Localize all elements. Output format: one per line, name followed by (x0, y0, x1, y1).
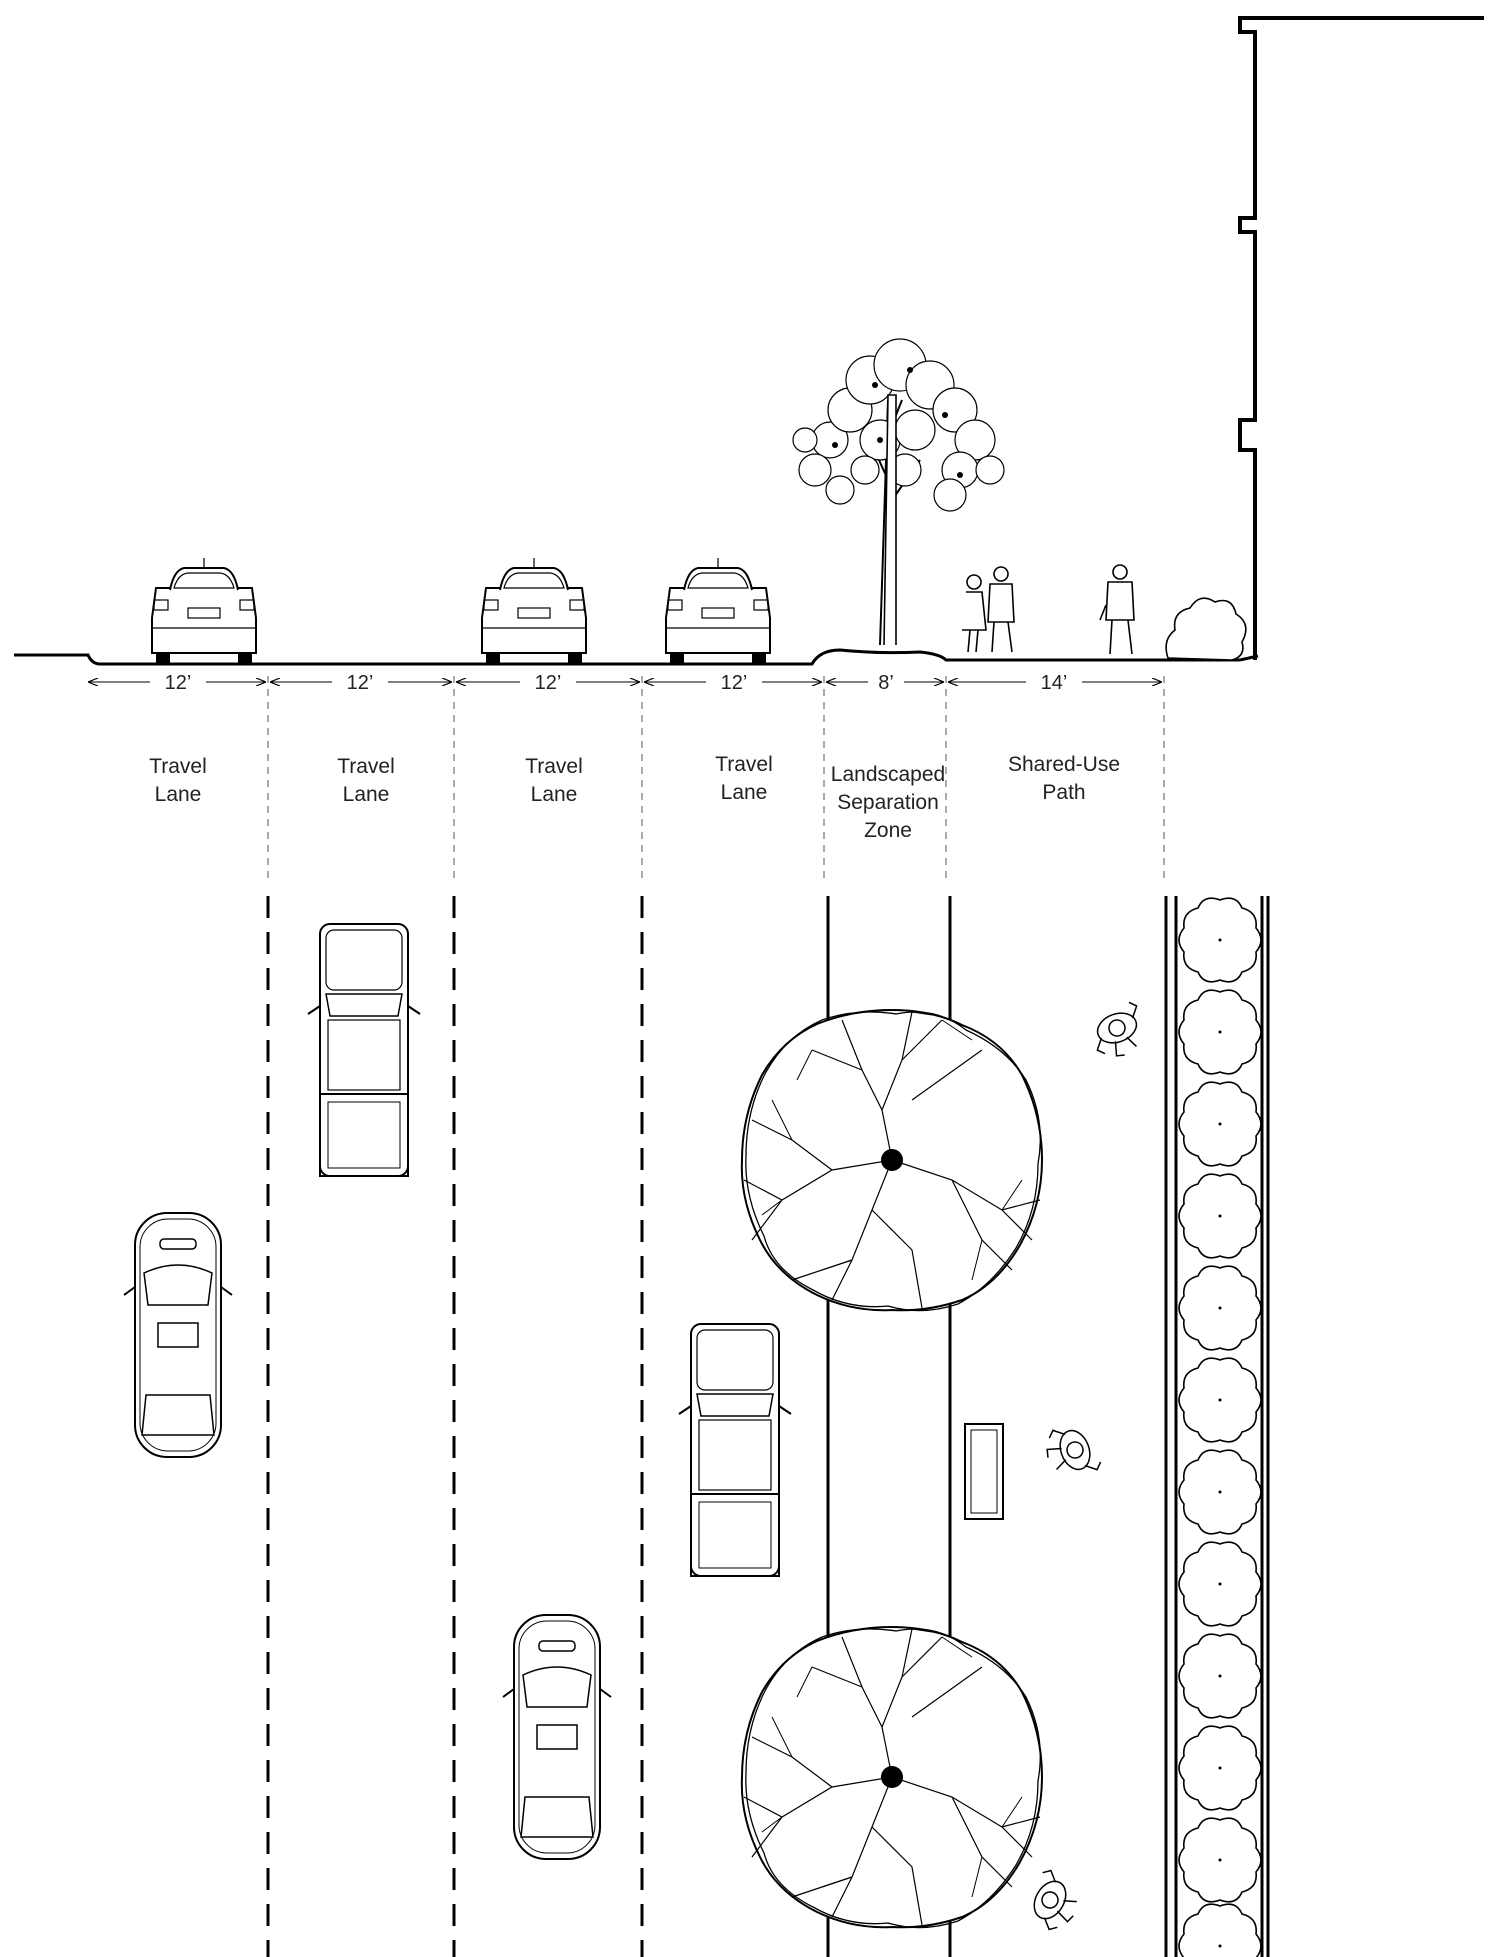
zone-label-travel-lane-4: Lane (721, 781, 768, 804)
elevation-view: 12’ 12’ 12’ 12’ 8’ 14’ Travel Lane Trave… (14, 16, 1484, 880)
extension-lines (267, 676, 1165, 880)
pedestrian-plan (1084, 999, 1152, 1064)
zone-label-landscaped-separation-zone: Landscaped (831, 763, 945, 786)
car-elevation (481, 557, 587, 666)
zone-labels: Travel Lane Travel Lane Travel Lane Trav… (149, 753, 1120, 842)
dimension-label: 14’ (1041, 672, 1068, 694)
zone-label-landscaped-separation-zone: Separation (837, 791, 939, 814)
zone-label-travel-lane-3: Travel (525, 755, 583, 778)
car-plan (123, 1212, 233, 1458)
building-facade (1238, 16, 1484, 660)
zone-label-shared-use-path: Path (1042, 781, 1085, 804)
zone-label-travel-lane-3: Lane (531, 783, 578, 806)
dimension-label: 12’ (165, 672, 192, 694)
pedestrian-plan (1039, 1417, 1104, 1485)
bench (964, 1423, 1004, 1520)
car-plan (502, 1614, 612, 1860)
dimension-lines: 12’ 12’ 12’ 12’ 8’ 14’ (88, 670, 1162, 694)
tree-canopy-plan (740, 1626, 1043, 1929)
pedestrians-elevation (962, 564, 1135, 655)
car-elevation (665, 557, 771, 666)
tree-elevation (792, 338, 1005, 646)
zone-label-travel-lane-2: Travel (337, 755, 395, 778)
pickup-truck-plan (307, 923, 421, 1177)
pedestrian-plan (1018, 1866, 1088, 1938)
zone-label-shared-use-path: Shared-Use (1008, 753, 1120, 776)
dimension-label: 12’ (535, 672, 562, 694)
zone-label-travel-lane-1: Lane (155, 783, 202, 806)
lane-markings (266, 896, 644, 1957)
zone-label-travel-lane-2: Lane (343, 783, 390, 806)
shrub-elevation (1165, 597, 1247, 661)
dimension-label: 12’ (721, 672, 748, 694)
tree-canopy-plan (740, 1009, 1043, 1312)
plan-view (123, 896, 1270, 1957)
hedge-row (1178, 897, 1262, 1957)
zone-label-landscaped-separation-zone: Zone (864, 819, 912, 842)
zone-label-travel-lane-1: Travel (149, 755, 207, 778)
dimension-label: 12’ (347, 672, 374, 694)
pickup-truck-plan (678, 1323, 792, 1577)
dimension-label: 8’ (878, 672, 894, 694)
car-elevation (151, 557, 257, 666)
zone-label-travel-lane-4: Travel (715, 753, 773, 776)
